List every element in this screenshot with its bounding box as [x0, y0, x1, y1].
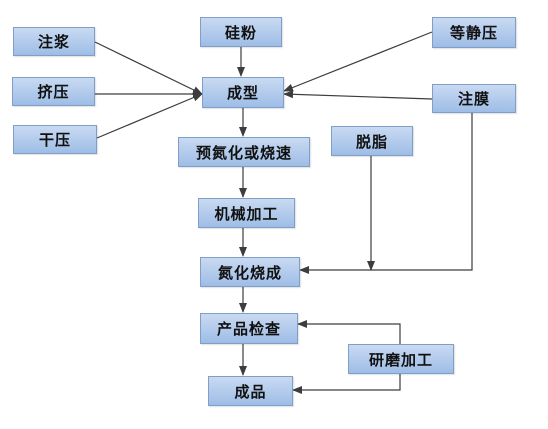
node-ganya: 干压 — [13, 125, 97, 154]
edge-ganya-to-chengxing — [96, 93, 203, 139]
node-chengxing: 成型 — [202, 77, 284, 108]
node-ganya-label: 干压 — [38, 131, 71, 149]
node-zhumo: 注膜 — [432, 84, 516, 113]
node-danhua: 氮化烧成 — [200, 257, 300, 287]
node-chanpin-label: 产品检查 — [216, 320, 281, 338]
edge-dengjingya-to-chengxing — [283, 31, 433, 92]
edge-zhumo-to-danhua — [299, 112, 473, 274]
node-zhujiang-label: 注浆 — [37, 33, 70, 51]
node-yudanhua-label: 预氮化或烧速 — [195, 143, 292, 162]
node-tuozhi: 脱脂 — [331, 126, 413, 156]
node-yanmo: 研磨加工 — [348, 344, 454, 374]
node-danhua-label: 氮化烧成 — [217, 263, 282, 282]
node-dengjingya: 等静压 — [432, 17, 516, 48]
node-chengpin-label: 成品 — [234, 382, 267, 401]
node-jiya: 挤压 — [12, 77, 95, 106]
node-yanmo-label: 研磨加工 — [368, 350, 433, 369]
node-chengpin: 成品 — [208, 376, 293, 406]
node-jixie-label: 机械加工 — [214, 204, 279, 223]
edge-yanmo-to-chengpin — [292, 374, 401, 394]
node-jiya-label: 挤压 — [37, 83, 70, 101]
edge-zhujiang-to-chengxing — [94, 41, 203, 95]
node-chanpin: 产品检查 — [200, 313, 298, 344]
node-tuozhi-label: 脱脂 — [355, 132, 388, 151]
node-zhumo-label: 注膜 — [457, 90, 490, 108]
node-yudanhua: 预氮化或烧速 — [178, 137, 310, 167]
node-zhujiang: 注浆 — [13, 27, 95, 56]
node-dengjingya-label: 等静压 — [449, 24, 498, 42]
edge-zhumo-to-chengxing — [283, 90, 433, 100]
node-guifen: 硅粉 — [200, 17, 282, 47]
node-chengxing-label: 成型 — [226, 84, 259, 102]
node-guifen-label: 硅粉 — [224, 23, 257, 42]
node-jixie: 机械加工 — [198, 198, 295, 228]
edge-yanmo-to-chanpin — [297, 320, 401, 344]
